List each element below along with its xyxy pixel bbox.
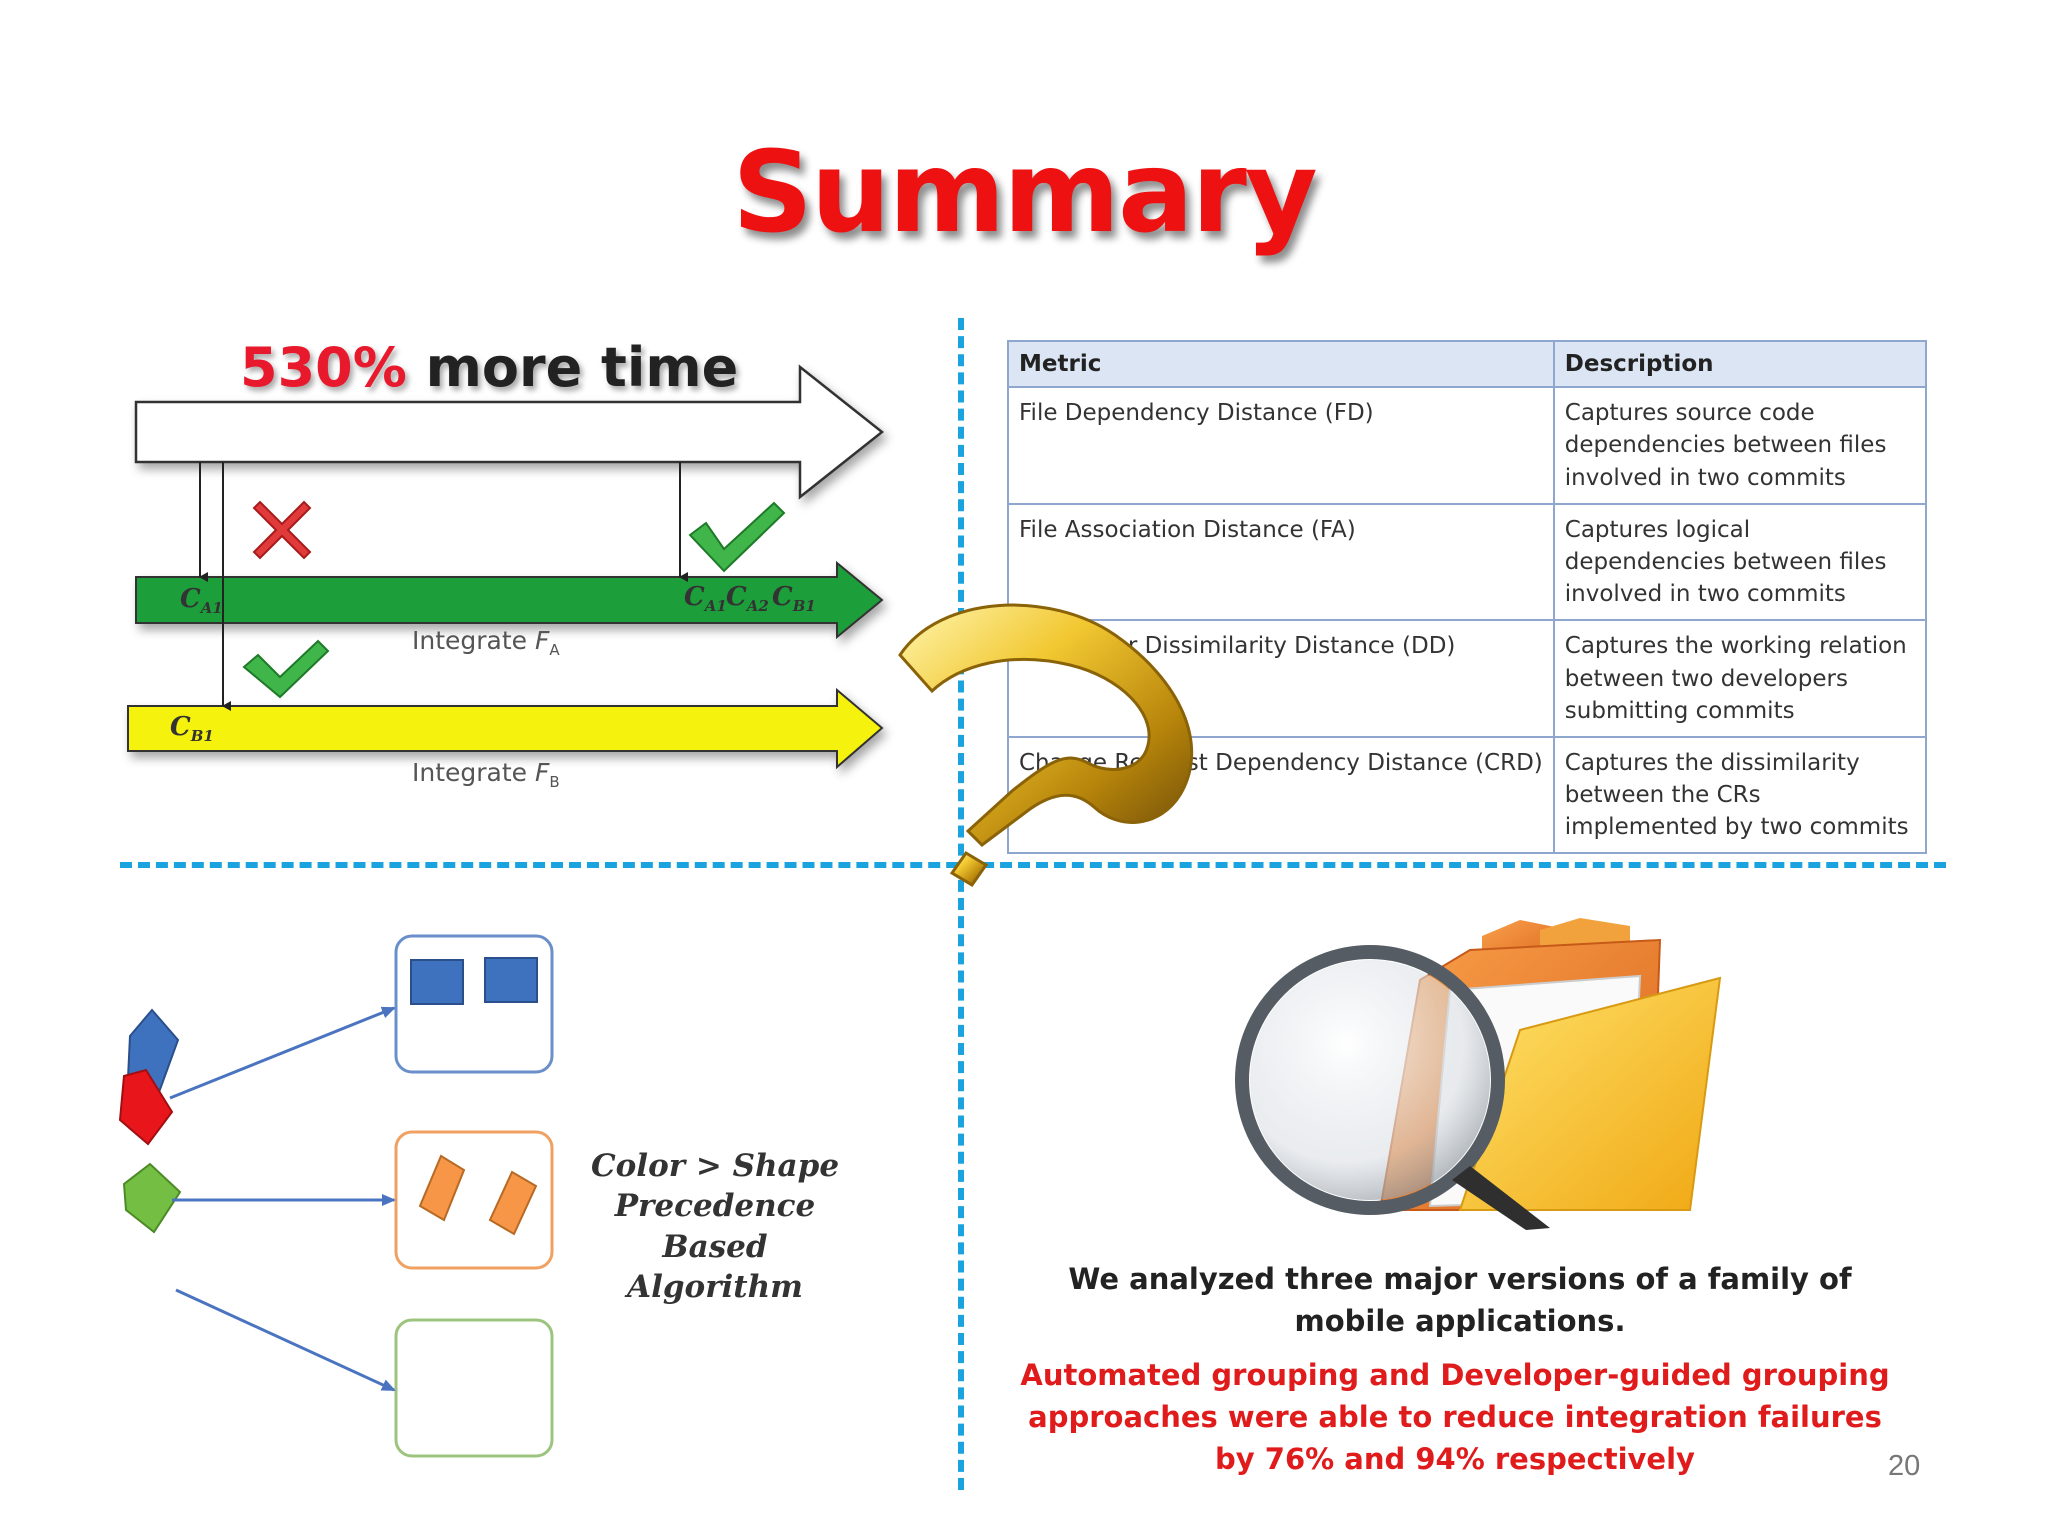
time-heading-percent: 530%: [240, 336, 407, 399]
orange-diamond: [488, 1170, 538, 1236]
vertical-divider: [958, 318, 964, 1490]
magnifier-handle: [1452, 1166, 1550, 1230]
slide-title: Summary: [732, 128, 1318, 258]
orange-diamond: [418, 1154, 466, 1222]
analysis-text: We analyzed three major versions of a fa…: [1068, 1262, 1852, 1339]
grouping-diagram: [118, 934, 554, 1458]
lane-b-label: Integrate FB: [412, 758, 560, 791]
table-row: Change Request Dependency Distance (CRD)…: [1007, 735, 1928, 855]
table-cell-metric: File Dependency Distance (FD): [1007, 386, 1555, 505]
arrow-to-blue-group: [169, 1006, 396, 1100]
algorithm-label-line: Algorithm: [627, 1268, 803, 1305]
table-header-row: Metric Description: [1007, 339, 1928, 389]
green-diamond-shape: [122, 1162, 182, 1234]
lane-b-arrow: [127, 687, 884, 770]
page-number: 20: [1888, 1450, 1921, 1482]
blue-square: [410, 959, 464, 1005]
cross-icon: [252, 500, 312, 560]
result-text: Automated grouping and Developer-guided …: [1020, 1358, 1890, 1477]
table-header-description: Description: [1552, 339, 1928, 389]
table-header-metric: Metric: [1007, 339, 1555, 389]
metrics-table: Metric Description File Dependency Dista…: [1007, 339, 1928, 855]
table-row: Developer Dissimilarity Distance (DD) Ca…: [1007, 619, 1928, 738]
table-cell-description: Captures source code dependencies betwee…: [1552, 386, 1928, 505]
check-icon: [242, 639, 330, 699]
magnifier-lens: [1250, 960, 1490, 1200]
table-cell-description: Captures logical dependencies between fi…: [1552, 502, 1928, 622]
timeline-diagram: [127, 364, 885, 770]
commit-ca1-merged: CA1: [684, 582, 727, 616]
algorithm-label: Color > Shape Precedence Based Algorithm: [565, 1146, 865, 1307]
commit-ca1: CA1: [180, 584, 223, 618]
lane-a-label: Integrate FA: [412, 626, 560, 659]
algorithm-label-line: Color > Shape: [590, 1148, 840, 1184]
question-mark-icon: [898, 603, 1194, 888]
table-row: File Dependency Distance (FD) Captures s…: [1007, 386, 1928, 505]
red-diamond-shape: [118, 1068, 174, 1146]
table-cell-description: Captures the dissimilarity between the C…: [1552, 735, 1928, 855]
folder-magnifier-illustration: [1235, 918, 1722, 1230]
magnifier-rim: [1235, 945, 1505, 1215]
blue-square: [484, 957, 538, 1003]
commit-cb1-merged: CB1: [772, 582, 816, 616]
horizontal-divider: [120, 862, 1946, 868]
time-heading: 530% more time: [240, 336, 738, 399]
arrow-to-green-group: [175, 1288, 396, 1392]
green-group-box: [394, 1318, 554, 1458]
table-cell-description: Captures the working relation between tw…: [1552, 619, 1928, 738]
algorithm-label-line: Precedence Based: [614, 1188, 816, 1265]
commit-cb1: CB1: [170, 712, 214, 746]
lane-a-arrow: [135, 560, 884, 640]
commit-ca2: CA2: [726, 582, 769, 616]
time-heading-text: more time: [406, 336, 739, 399]
table-cell-metric: File Association Distance (FA): [1007, 502, 1555, 622]
total-time-arrow: [134, 364, 885, 500]
check-icon: [688, 501, 786, 573]
table-row: File Association Distance (FA) Captures …: [1007, 502, 1928, 622]
